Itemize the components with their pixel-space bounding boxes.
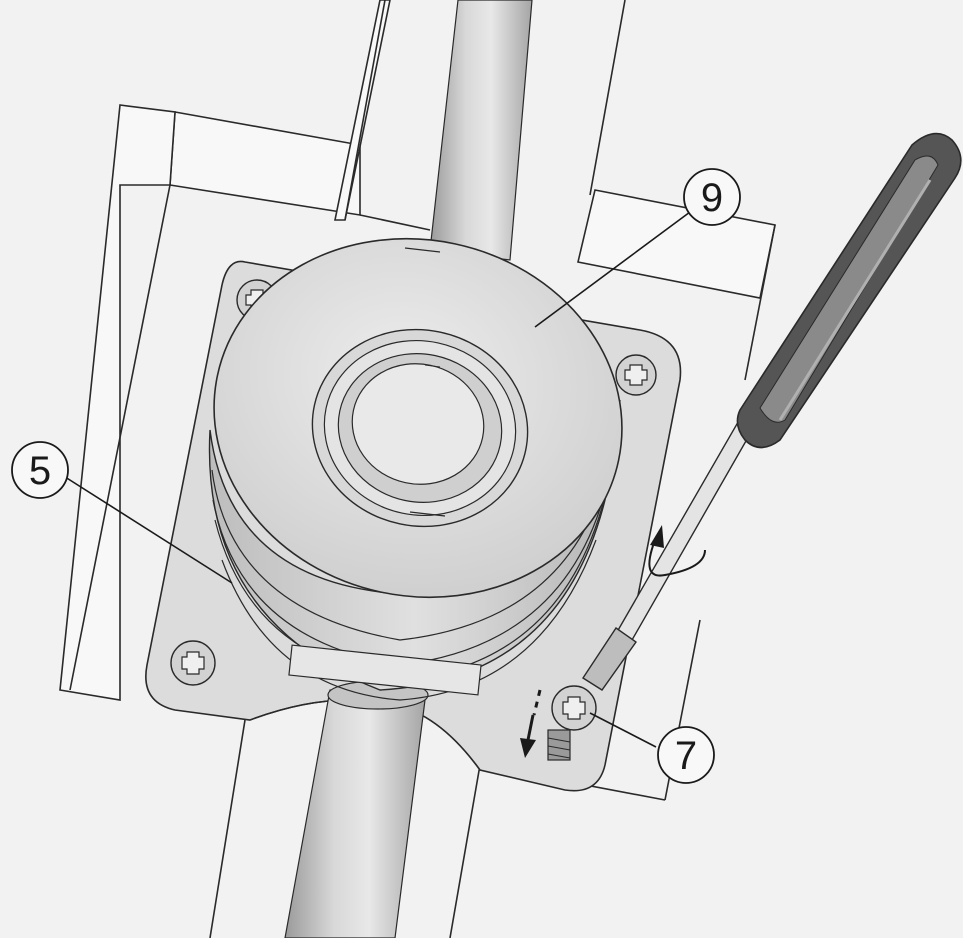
pipe-upper	[429, 0, 533, 261]
callout-9: 9	[683, 168, 741, 226]
panel-edge	[209, 719, 246, 938]
panel-edge	[449, 764, 481, 938]
removal-arrow	[520, 689, 542, 758]
callout-5: 5	[11, 441, 69, 499]
plate-screw-bottom-left	[170, 640, 216, 686]
callout-7: 7	[657, 726, 715, 784]
panel-edge	[344, 0, 386, 221]
screwdriver	[582, 132, 962, 691]
panel-edge	[589, 0, 626, 196]
callout-7-label: 7	[675, 734, 697, 778]
callout-5-label: 5	[29, 449, 51, 493]
housing-side	[208, 399, 621, 701]
callout-9-label: 9	[701, 176, 723, 220]
rotation-arrow	[648, 525, 706, 577]
leader-line-7	[589, 712, 657, 748]
central-boss	[311, 328, 529, 528]
leader-line-9	[534, 211, 691, 328]
plate-screw-bottom-right	[547, 685, 597, 761]
panel-edge	[359, 214, 431, 231]
plate-screw-top-right	[615, 354, 657, 396]
panel-edge	[744, 224, 776, 381]
leader-line-5	[61, 474, 233, 584]
cap-seam	[404, 247, 441, 253]
panel-edge	[69, 184, 171, 691]
